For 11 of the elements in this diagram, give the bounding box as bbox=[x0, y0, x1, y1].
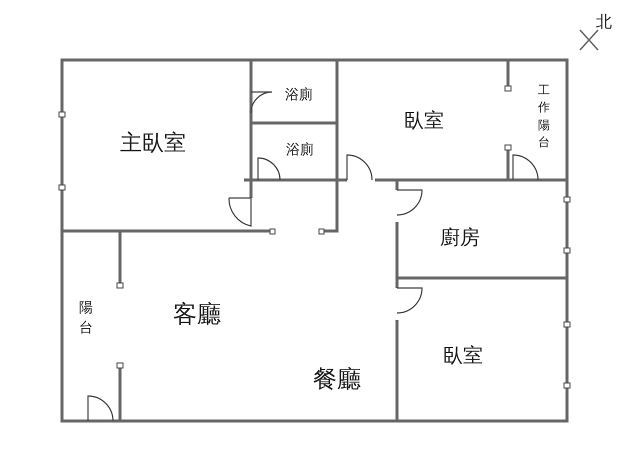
room-label: 客廳 bbox=[173, 302, 221, 326]
compass-label: 北 bbox=[596, 14, 612, 30]
room-label: 廚房 bbox=[440, 227, 480, 247]
room-label: 臥室 bbox=[404, 110, 444, 130]
room-label: 主臥室 bbox=[120, 133, 186, 155]
room-label: 陽台 bbox=[79, 299, 93, 338]
room-label: 臥室 bbox=[443, 345, 483, 365]
room-label: 浴廁 bbox=[285, 88, 313, 102]
room-label: 浴廁 bbox=[286, 143, 314, 157]
room-label: 餐廳 bbox=[313, 367, 361, 391]
room-label: 工作陽台 bbox=[538, 82, 550, 152]
